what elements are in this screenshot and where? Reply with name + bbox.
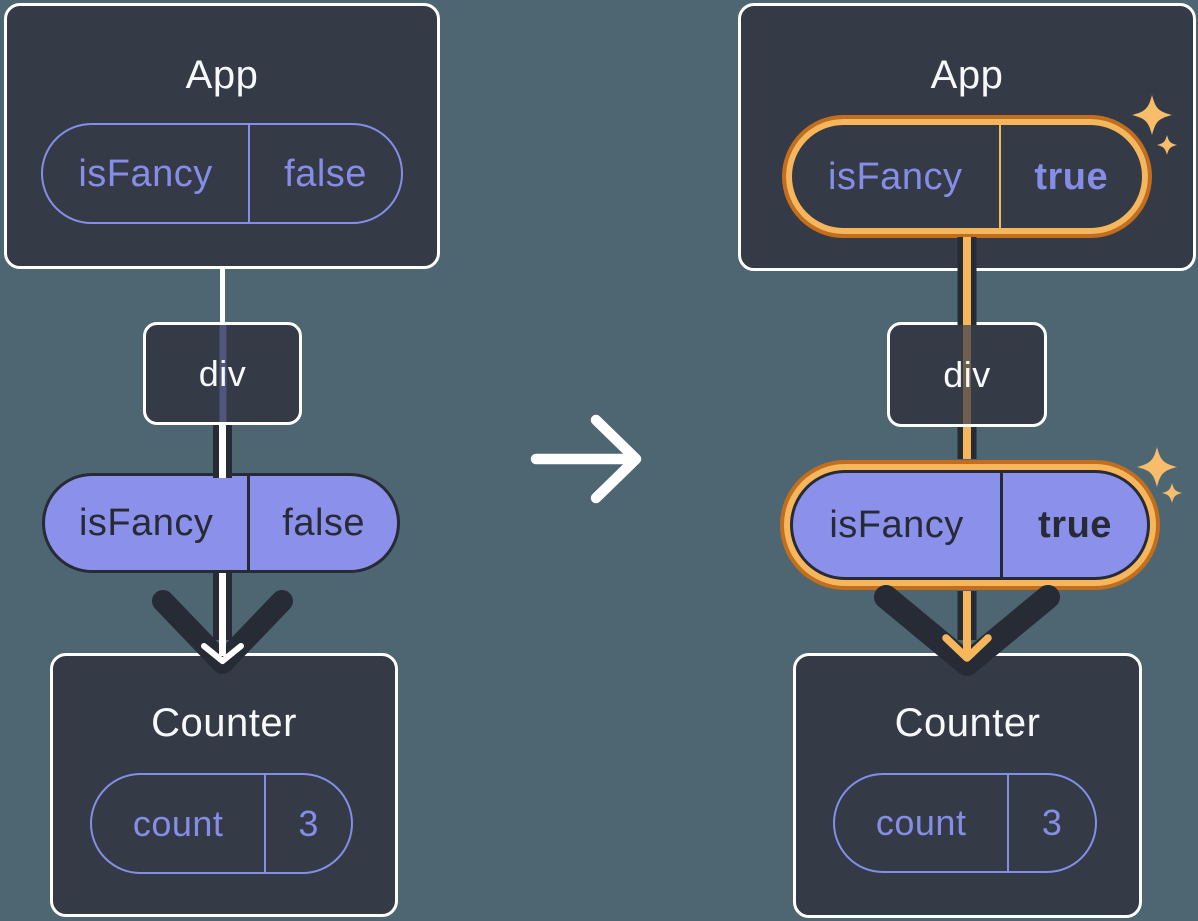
after-counter-state-pill: count 3 <box>833 773 1097 873</box>
after-app-title: App <box>930 53 1004 97</box>
after-counter-box: Counter count 3 <box>793 653 1142 918</box>
after-passed-prop-pill-highlighted: isFancy true <box>790 470 1150 580</box>
after-counter-state-value: 3 <box>1041 802 1063 843</box>
before-div-label: div <box>198 352 247 394</box>
before-counter-box: Counter count 3 <box>50 653 398 917</box>
before-app-title: App <box>185 53 259 97</box>
after-counter-title: Counter <box>894 701 1041 745</box>
after-div-prop-line-faint <box>963 325 971 424</box>
before-div-box: div <box>143 322 302 425</box>
before-app-prop-value: false <box>284 152 367 195</box>
before-passed-prop-pill: isFancy false <box>42 473 400 573</box>
after-app-prop-name: isFancy <box>792 125 1001 228</box>
after-passed-prop-name: isFancy <box>793 473 1004 577</box>
after-passed-prop-value: true <box>1038 504 1112 546</box>
before-app-prop-pill: isFancy false <box>41 123 403 224</box>
before-counter-state-name: count <box>92 775 267 872</box>
sparkles-icon <box>1137 447 1182 503</box>
before-div-prop-line-faint <box>219 325 226 422</box>
after-app-prop-value: true <box>1034 155 1109 198</box>
before-app-prop-name: isFancy <box>43 125 251 222</box>
arrow-right-icon <box>530 414 642 504</box>
before-counter-state-pill: count 3 <box>90 773 353 874</box>
after-app-prop-pill-highlighted: isFancy true <box>786 119 1148 234</box>
after-div-label: div <box>943 353 991 395</box>
before-passed-prop-value: false <box>282 502 366 544</box>
before-app-box: App isFancy false <box>4 3 440 269</box>
before-counter-title: Counter <box>151 701 297 745</box>
after-div-box: div <box>887 322 1047 427</box>
before-counter-state-value: 3 <box>298 802 319 844</box>
before-passed-prop-name: isFancy <box>45 476 251 570</box>
arrow-down-icon <box>152 573 293 674</box>
after-app-box: App isFancy true <box>738 3 1196 271</box>
after-counter-state-name: count <box>835 775 1010 871</box>
